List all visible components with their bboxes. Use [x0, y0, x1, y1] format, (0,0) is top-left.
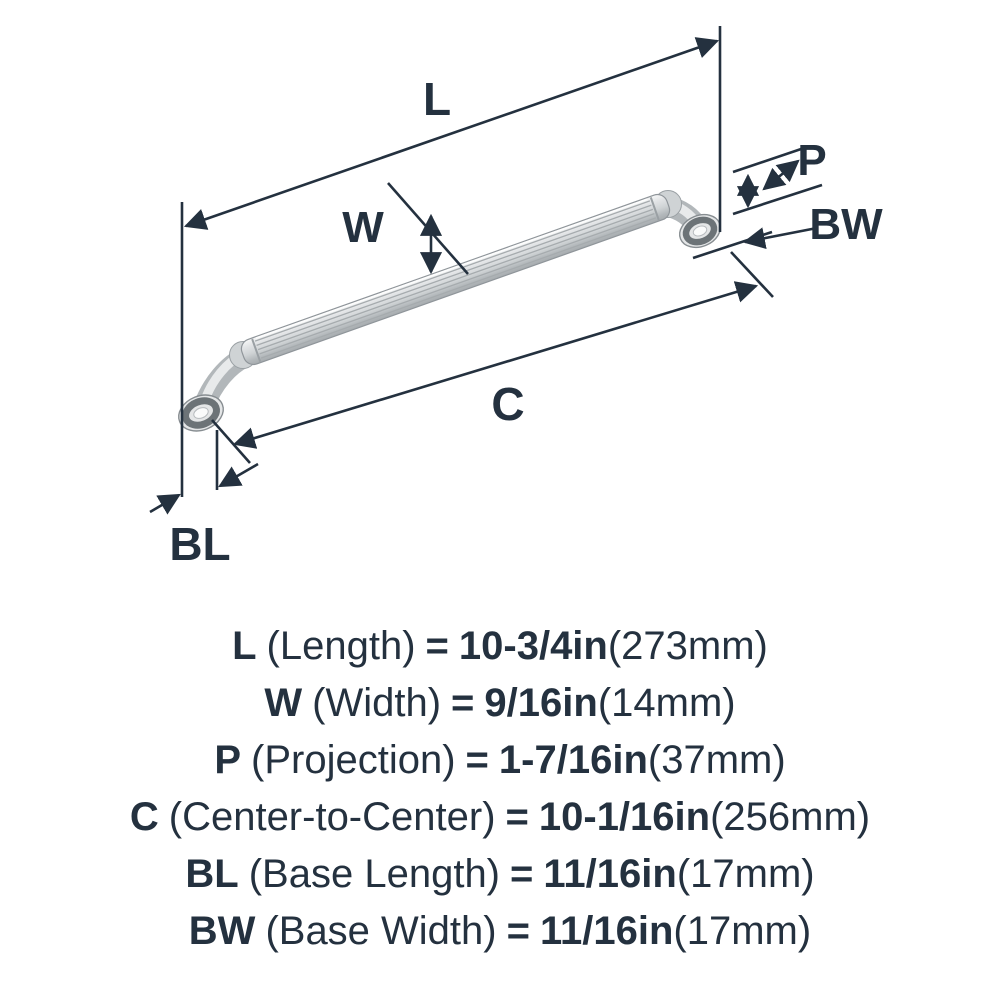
legend-abbr: W — [264, 681, 303, 725]
legend-equals: = — [465, 738, 489, 782]
legend-name: (Base Width) — [265, 909, 497, 953]
w-extension-line — [387, 182, 469, 275]
flute-line — [257, 208, 654, 351]
legend-value: 1-7/16in — [498, 738, 648, 782]
legend-name: (Width) — [312, 681, 442, 725]
legend-value: 10-1/16in — [538, 795, 711, 839]
legend-abbr: L — [232, 624, 257, 668]
bl-arrow-right — [218, 462, 259, 488]
handle-illustration — [178, 190, 722, 432]
p-extension-upper — [732, 145, 808, 174]
legend-metric: (256mm) — [710, 795, 871, 839]
legend-metric: (14mm) — [597, 681, 736, 725]
legend-equals: = — [510, 852, 534, 896]
legend-metric: (273mm) — [607, 624, 768, 668]
legend-row-base-length: BL(Base Length)=11/16in(17mm) — [0, 846, 1000, 903]
legend-row-width: W(Width)=9/16in(14mm) — [0, 675, 1000, 732]
legend-equals: = — [451, 681, 475, 725]
label-projection: P — [797, 136, 826, 185]
dimension-lines — [149, 26, 823, 515]
p-extension-lower — [732, 183, 823, 216]
legend-value: 10-3/4in — [458, 624, 608, 668]
bar-highlight — [255, 198, 648, 339]
legend-abbr: C — [129, 795, 159, 839]
bl-arrow-left — [149, 493, 181, 515]
legend-value: 11/16in — [543, 852, 677, 896]
legend-name: (Projection) — [251, 738, 456, 782]
label-base-width: BW — [809, 200, 883, 249]
flute-line — [259, 212, 655, 355]
legend-row-length: L(Length)=10-3/4in(273mm) — [0, 618, 1000, 675]
flute-line — [256, 204, 652, 347]
left-base-center — [193, 407, 209, 419]
dimension-legend: L(Length)=10-3/4in(273mm) W(Width)=9/16i… — [0, 618, 1000, 960]
bw-arrow — [742, 226, 818, 250]
legend-name: (Base Length) — [248, 852, 501, 896]
legend-abbr: BL — [185, 852, 239, 896]
c-dimension-line — [232, 281, 759, 449]
legend-metric: (17mm) — [673, 909, 812, 953]
legend-name: (Length) — [266, 624, 416, 668]
flute-line — [260, 217, 657, 359]
label-width: W — [342, 203, 384, 252]
legend-row-projection: P(Projection)=1-7/16in(37mm) — [0, 732, 1000, 789]
l-dimension-line — [183, 37, 720, 230]
legend-abbr: P — [214, 738, 242, 782]
legend-metric: (37mm) — [647, 738, 786, 782]
legend-equals: = — [425, 624, 449, 668]
label-length: L — [423, 73, 451, 125]
legend-row-base-width: BW(Base Width)=11/16in(17mm) — [0, 903, 1000, 960]
c-extension-left — [211, 419, 251, 464]
fluted-bar — [240, 193, 671, 366]
pull-handle-dimension-diagram: L W P BW C BL — [149, 26, 883, 570]
legend-equals: = — [506, 909, 530, 953]
legend-value: 9/16in — [484, 681, 598, 725]
label-base-length: BL — [169, 518, 230, 570]
c-extension-right — [730, 251, 774, 298]
p-dimension-arrow-diagonal — [762, 159, 800, 191]
legend-abbr: BW — [188, 909, 256, 953]
legend-metric: (17mm) — [676, 852, 815, 896]
left-base-ring — [182, 397, 220, 429]
label-center-to-center: C — [491, 378, 524, 430]
flute-line — [254, 200, 651, 342]
legend-equals: = — [505, 795, 529, 839]
legend-value: 11/16in — [539, 909, 674, 953]
legend-row-center-to-center: C(Center-to-Center)=10-1/16in(256mm) — [0, 789, 1000, 846]
legend-name: (Center-to-Center) — [168, 795, 496, 839]
